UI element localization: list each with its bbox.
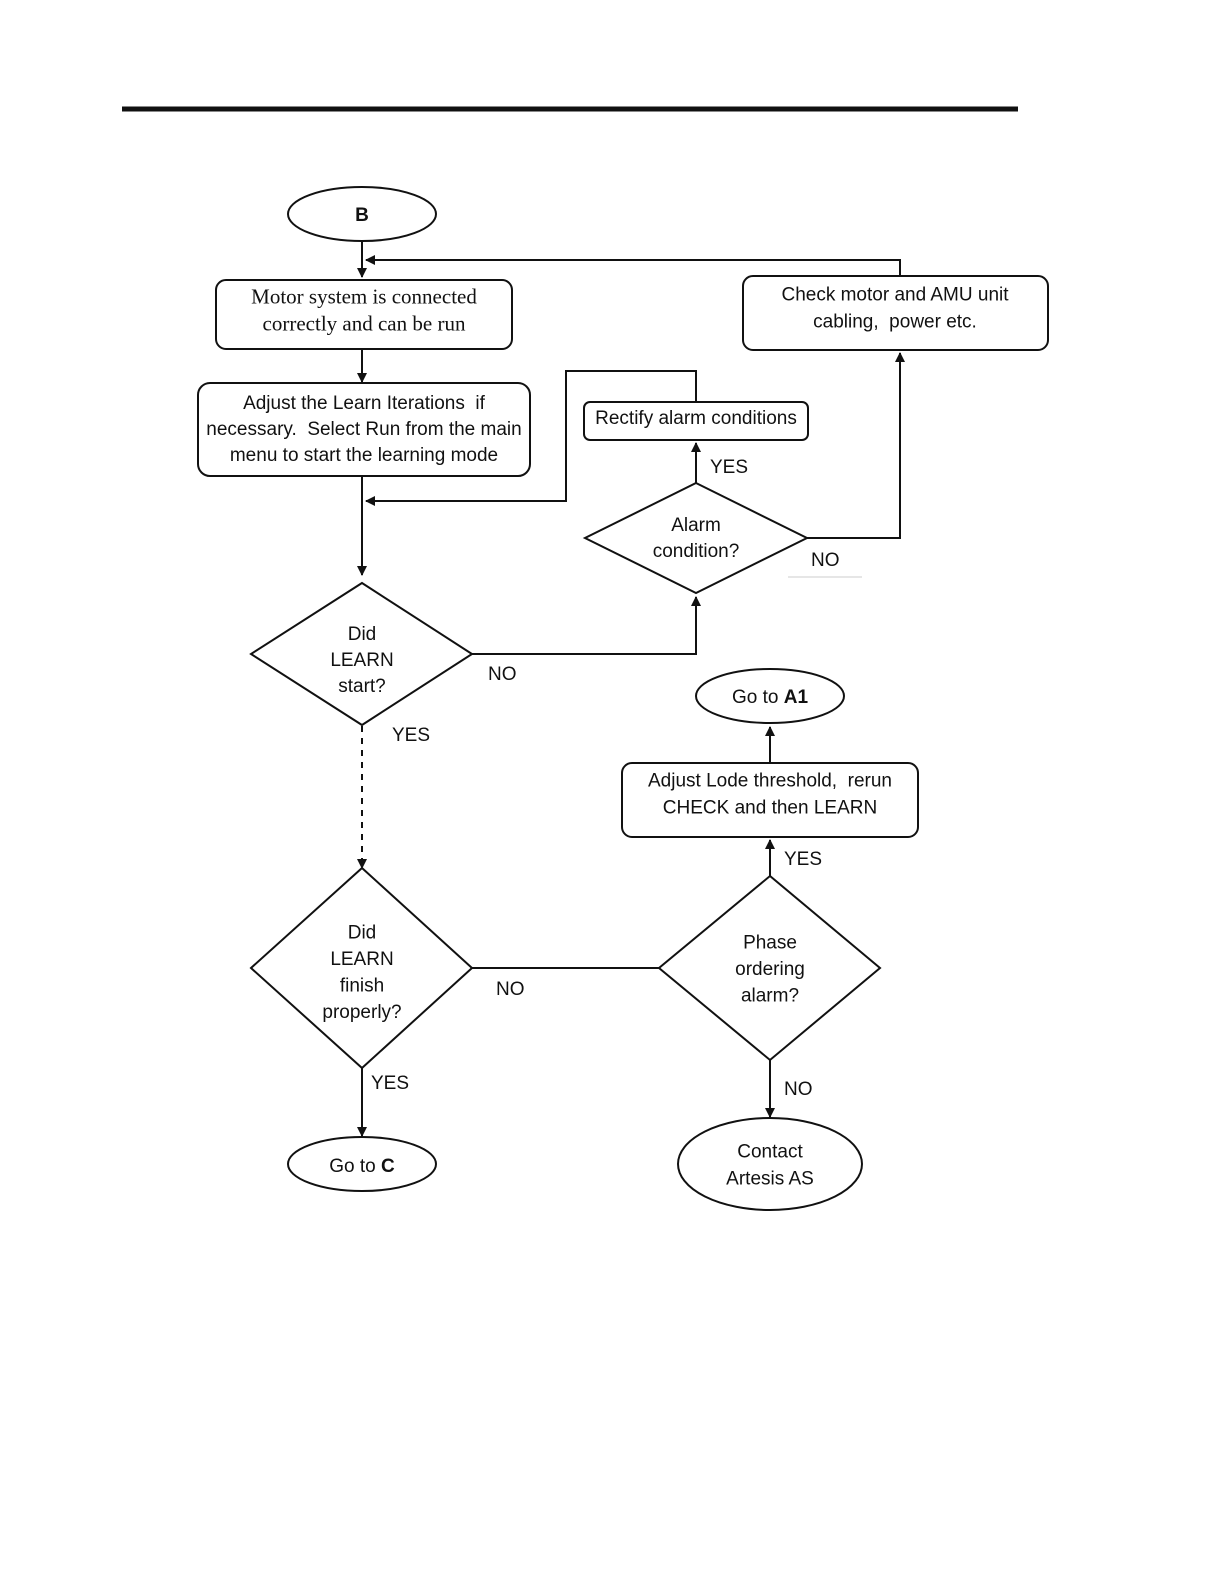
label-phase-no: NO: [784, 1079, 813, 1100]
node-start-b-label: B: [355, 205, 369, 226]
label-alarm-no: NO: [811, 550, 840, 571]
label-start-yes: YES: [392, 725, 430, 746]
edge-start-no: [472, 596, 701, 655]
node-rectify-alarm: Rectify alarm conditions: [583, 401, 809, 441]
label-finish-no: NO: [496, 979, 525, 1000]
node-start-b: B: [287, 186, 437, 242]
edge-alarm-no: [807, 352, 905, 539]
label-finish-yes: YES: [371, 1073, 409, 1094]
edge-check-to-main: [365, 255, 901, 276]
node-rectify-alarm-label: Rectify alarm conditions: [595, 408, 797, 429]
node-goto-a1: Go to A1: [695, 668, 845, 724]
label-start-no: NO: [488, 664, 517, 685]
node-goto-c: Go to C: [287, 1136, 437, 1192]
edge-rectify-to-main: [365, 370, 697, 506]
node-goto-c-label: Go to C: [329, 1156, 395, 1177]
label-alarm-yes: YES: [710, 457, 748, 478]
node-goto-a1-label: Go to A1: [732, 687, 808, 708]
label-phase-yes: YES: [784, 849, 822, 870]
